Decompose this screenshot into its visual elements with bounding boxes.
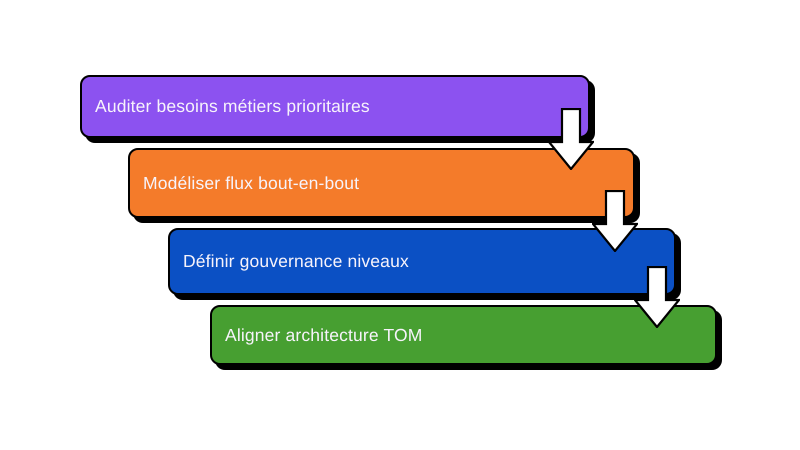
process-step-1-label: Auditer besoins métiers prioritaires	[95, 96, 370, 116]
process-step-4-label: Aligner architecture TOM	[225, 324, 423, 345]
process-step-1[interactable]: Auditer besoins métiers prioritaires	[80, 75, 590, 138]
process-step-4[interactable]: Aligner architecture TOM	[210, 305, 717, 365]
process-step-2-label: Modéliser flux bout-en-bout	[143, 172, 360, 193]
process-step-3[interactable]: Définir gouvernance niveaux	[168, 228, 676, 295]
process-step-2[interactable]: Modéliser flux bout-en-bout	[128, 148, 635, 218]
process-step-3-label: Définir gouvernance niveaux	[183, 251, 409, 271]
